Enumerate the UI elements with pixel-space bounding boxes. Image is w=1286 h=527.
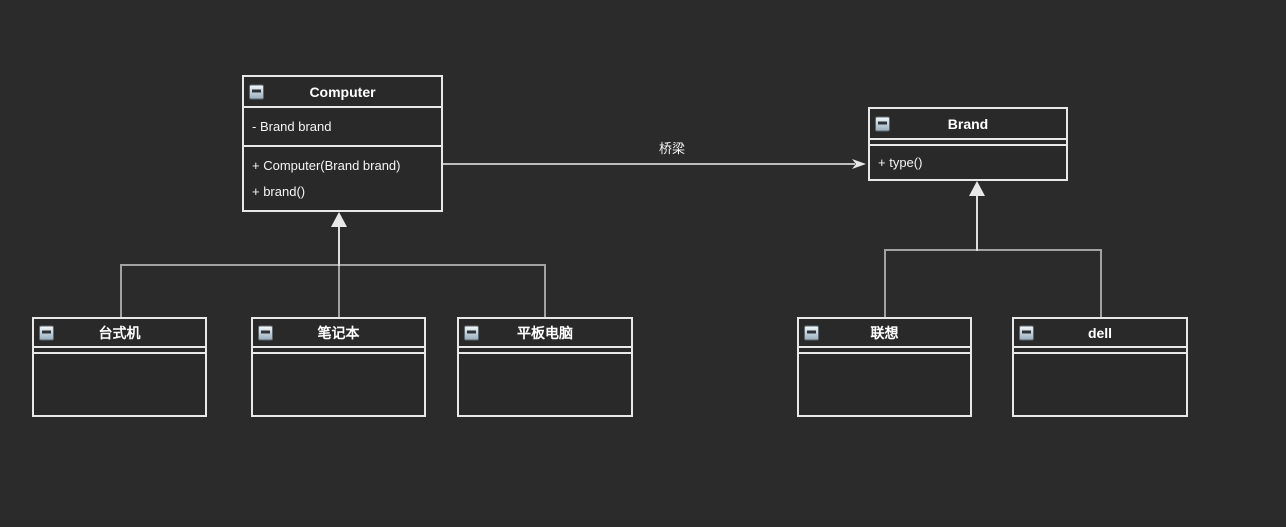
class-header: dell [1014, 319, 1186, 348]
empty-fields-compartment [1014, 348, 1186, 354]
generalization-edge-desktop[interactable] [120, 264, 122, 317]
class-title: Brand [947, 115, 989, 132]
association-edge-computer-brand[interactable] [443, 163, 855, 165]
minus-glyph [252, 89, 261, 93]
class-header: 平板电脑 [459, 319, 631, 348]
class-node-brand[interactable]: Brand + type() [868, 107, 1068, 181]
empty-fields-compartment [870, 140, 1066, 146]
minus-glyph [1022, 330, 1031, 334]
field-row: - Brand brand [252, 119, 332, 134]
collapse-minus-icon[interactable] [875, 116, 890, 131]
generalization-edge-right-trunk[interactable] [884, 249, 1102, 251]
methods-compartment: + Computer(Brand brand) + brand() [244, 147, 441, 210]
empty-methods-compartment [799, 354, 970, 415]
generalization-stem-to-brand[interactable] [976, 194, 978, 251]
generalization-arrowhead-computer-icon [331, 212, 347, 227]
generalization-stem-to-computer[interactable] [338, 225, 340, 266]
empty-fields-compartment [34, 348, 205, 354]
class-title: dell [1087, 324, 1113, 341]
generalization-edge-left-trunk[interactable] [120, 264, 546, 266]
class-header: 笔记本 [253, 319, 424, 348]
collapse-minus-icon[interactable] [258, 325, 273, 340]
collapse-minus-icon[interactable] [804, 325, 819, 340]
collapse-minus-icon[interactable] [39, 325, 54, 340]
class-node-lenovo[interactable]: 联想 [797, 317, 972, 417]
class-title: 台式机 [98, 324, 141, 341]
fields-compartment: - Brand brand [244, 108, 441, 147]
minus-glyph [42, 330, 51, 334]
association-arrowhead-icon [852, 159, 866, 169]
class-title: Computer [309, 83, 376, 100]
method-row: + brand() [252, 184, 306, 200]
association-edge-label: 桥梁 [658, 141, 685, 156]
class-header: 联想 [799, 319, 970, 348]
method-row: + type() [878, 155, 923, 170]
class-node-computer[interactable]: Computer - Brand brand + Computer(Brand … [242, 75, 443, 212]
collapse-minus-icon[interactable] [1019, 325, 1034, 340]
class-node-desktop[interactable]: 台式机 [32, 317, 207, 417]
generalization-edge-dell[interactable] [1100, 249, 1102, 317]
methods-compartment: + type() [870, 146, 1066, 179]
class-node-dell[interactable]: dell [1012, 317, 1188, 417]
empty-methods-compartment [253, 354, 424, 415]
minus-glyph [807, 330, 816, 334]
minus-glyph [467, 330, 476, 334]
collapse-minus-icon[interactable] [464, 325, 479, 340]
empty-methods-compartment [1014, 354, 1186, 415]
class-title: 联想 [870, 324, 899, 341]
empty-methods-compartment [459, 354, 631, 415]
class-title: 笔记本 [317, 324, 360, 341]
class-header: 台式机 [34, 319, 205, 348]
generalization-edge-lenovo[interactable] [884, 249, 886, 317]
minus-glyph [261, 330, 270, 334]
empty-methods-compartment [34, 354, 205, 415]
class-header: Brand [870, 109, 1066, 140]
class-node-laptop[interactable]: 笔记本 [251, 317, 426, 417]
empty-fields-compartment [253, 348, 424, 354]
collapse-minus-icon[interactable] [249, 84, 264, 99]
empty-fields-compartment [799, 348, 970, 354]
empty-fields-compartment [459, 348, 631, 354]
method-row: + Computer(Brand brand) [252, 157, 401, 173]
generalization-edge-tablet[interactable] [544, 264, 546, 317]
minus-glyph [878, 121, 887, 125]
generalization-edge-laptop[interactable] [338, 264, 340, 317]
class-header: Computer [244, 77, 441, 108]
class-title: 平板电脑 [517, 324, 573, 341]
generalization-arrowhead-brand-icon [969, 181, 985, 196]
class-node-tablet[interactable]: 平板电脑 [457, 317, 633, 417]
